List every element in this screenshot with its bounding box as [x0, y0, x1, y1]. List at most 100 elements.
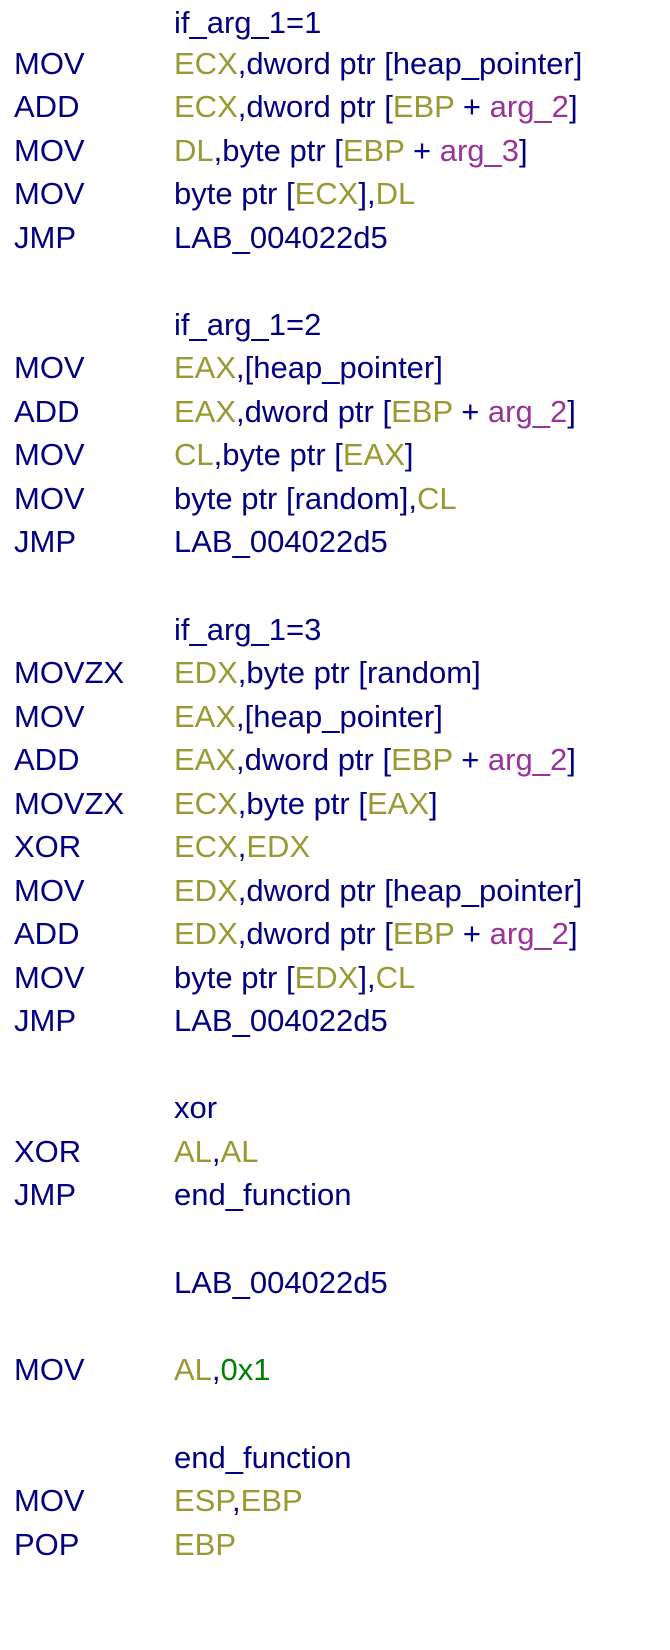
operand-text: byte ptr [: [174, 960, 295, 995]
operands: byte ptr [ECX],DL: [174, 171, 415, 217]
operand-text: +: [404, 133, 440, 168]
operands: EBP: [174, 1522, 236, 1568]
register-token: AL: [174, 1352, 212, 1387]
parameter-token: arg_2: [487, 394, 568, 429]
register-token: EDX: [294, 960, 359, 995]
operand-text: ,: [237, 829, 247, 864]
register-token: EDX: [174, 873, 238, 908]
operands: ESP,EBP: [174, 1478, 303, 1524]
operand-text: ,: [211, 1134, 221, 1169]
mnemonic: MOV: [14, 133, 85, 168]
mnemonic: XOR: [14, 829, 82, 864]
mnemonic: MOV: [14, 960, 85, 995]
register-token: ECX: [174, 786, 238, 821]
operands: EAX,[heap_pointer]: [174, 694, 443, 740]
mnemonic: JMP: [14, 1177, 76, 1212]
operand-text: LAB_004022d5: [174, 220, 388, 255]
instruction-line: MOV EAX,[heap_pointer]: [0, 694, 670, 740]
instruction-line: XOR AL,AL: [0, 1129, 670, 1175]
mnemonic: MOV: [14, 350, 85, 385]
register-token: EAX: [174, 742, 237, 777]
number-token: 0x1: [220, 1352, 271, 1387]
register-token: EAX: [342, 437, 405, 472]
instruction-line: MOV ESP,EBP: [0, 1478, 670, 1524]
operands: byte ptr [random],CL: [174, 476, 457, 522]
operand-text: ]: [568, 916, 578, 951]
register-token: AL: [220, 1134, 259, 1169]
mnemonic: ADD: [14, 742, 80, 777]
mnemonic: MOVZX: [14, 655, 125, 690]
register-token: ECX: [174, 829, 238, 864]
instruction-line: POP EBP: [0, 1522, 670, 1568]
register-token: EBP: [174, 1527, 237, 1562]
parameter-token: arg_3: [439, 133, 519, 168]
operand-text: LAB_004022d5: [174, 1003, 388, 1038]
register-token: EBP: [240, 1483, 303, 1518]
operands: EAX,dword ptr [EBP + arg_2]: [174, 737, 576, 783]
operands: EAX,dword ptr [EBP + arg_2]: [174, 389, 576, 435]
register-token: CL: [416, 481, 457, 516]
operand-text: +: [452, 742, 488, 777]
operand-text: ,dword ptr [: [237, 916, 393, 951]
register-token: EAX: [174, 394, 237, 429]
register-token: EDX: [174, 655, 238, 690]
operands: AL,AL: [174, 1129, 258, 1175]
operand-text: ]: [429, 786, 438, 821]
instruction-line: MOV byte ptr [ECX],DL: [0, 171, 670, 217]
operands: ECX,byte ptr [EAX]: [174, 781, 438, 827]
code-label: if_arg_1=2: [174, 307, 322, 342]
operand-text: ]: [567, 742, 576, 777]
register-token: DL: [174, 133, 214, 168]
mnemonic: POP: [14, 1527, 80, 1562]
mnemonic: MOV: [14, 176, 85, 211]
operands: EDX,dword ptr [heap_pointer]: [174, 868, 582, 914]
operand-text: ,byte ptr [: [237, 786, 367, 821]
register-token: CL: [174, 437, 214, 472]
register-token: ECX: [174, 46, 238, 81]
label-line: end_function: [0, 1435, 670, 1481]
mnemonic: XOR: [14, 1134, 82, 1169]
register-token: EDX: [246, 829, 311, 864]
parameter-token: arg_2: [489, 916, 569, 951]
register-token: EBP: [392, 916, 455, 951]
operand-text: end_function: [174, 1177, 352, 1212]
register-token: AL: [174, 1134, 212, 1169]
operand-text: byte ptr [random],: [174, 481, 417, 516]
register-token: EDX: [174, 916, 238, 951]
mnemonic: ADD: [14, 394, 80, 429]
code-label: LAB_004022d5: [174, 1265, 388, 1300]
register-token: EBP: [391, 394, 453, 429]
register-token: EAX: [366, 786, 430, 821]
operands: end_function: [174, 1172, 352, 1218]
register-token: EAX: [174, 699, 237, 734]
mnemonic: ADD: [14, 916, 80, 951]
mnemonic: MOV: [14, 699, 85, 734]
label-line: if_arg_1=2: [0, 302, 670, 348]
register-token: ECX: [174, 89, 238, 124]
operand-text: ]: [404, 437, 414, 472]
mnemonic: MOV: [14, 46, 85, 81]
operand-text: ,byte ptr [random]: [237, 655, 481, 690]
operand-text: ,: [211, 1352, 221, 1387]
mnemonic: JMP: [14, 1003, 76, 1038]
parameter-token: arg_2: [489, 89, 569, 124]
register-token: EBP: [391, 742, 453, 777]
instruction-line: JMP LAB_004022d5: [0, 998, 670, 1044]
mnemonic: MOV: [14, 1483, 85, 1518]
operand-text: ,[heap_pointer]: [236, 350, 443, 385]
register-token: EBP: [392, 89, 455, 124]
operands: EDX,dword ptr [EBP + arg_2]: [174, 911, 578, 957]
instruction-line: ADD EDX,dword ptr [EBP + arg_2]: [0, 911, 670, 957]
label-line: xor: [0, 1085, 670, 1131]
operands: LAB_004022d5: [174, 998, 388, 1044]
mnemonic: MOV: [14, 1352, 85, 1387]
operand-text: +: [452, 394, 488, 429]
